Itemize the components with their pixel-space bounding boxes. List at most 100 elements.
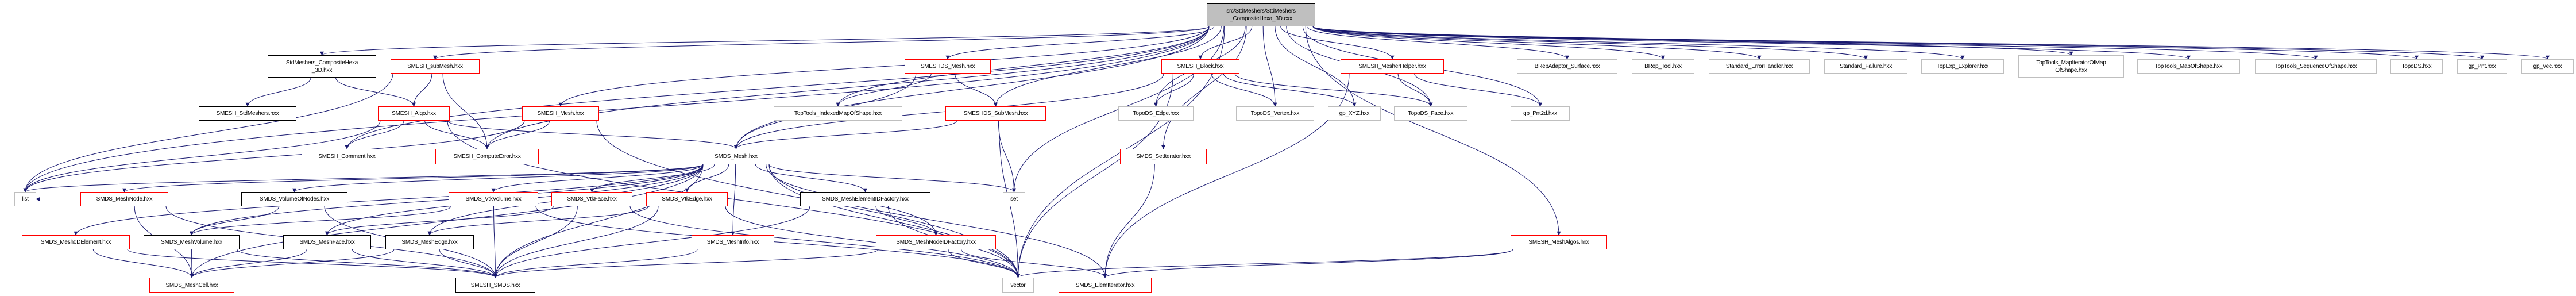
- dependency-edge: [734, 26, 1210, 149]
- graph-node[interactable]: SMESH_Block.hxx: [1161, 59, 1239, 74]
- graph-node[interactable]: SMESH_ComputeError.hxx: [435, 149, 539, 164]
- graph-node[interactable]: StdMeshers_CompositeHexa _3D.hxx: [268, 55, 376, 78]
- dependency-edge: [875, 206, 938, 236]
- graph-node[interactable]: SMESH_SMDS.hxx: [455, 278, 535, 293]
- dependency-edge: [1234, 73, 1433, 107]
- dependency-edge: [439, 249, 497, 278]
- graph-node[interactable]: TopExp_Explorer.hxx: [1921, 59, 2004, 74]
- dependency-edge: [190, 249, 307, 278]
- graph-node[interactable]: SMDS_MeshEdge.hxx: [385, 235, 474, 249]
- graph-node[interactable]: TopoDS.hxx: [2390, 59, 2443, 74]
- graph-node[interactable]: SMDS_ElemIterator.hxx: [1059, 278, 1152, 293]
- dependency-edge: [493, 206, 659, 278]
- graph-node[interactable]: SMDS_VolumeOfNodes.hxx: [241, 192, 347, 206]
- graph-node[interactable]: SMESH_MeshAlgos.hxx: [1511, 235, 1607, 249]
- graph-node[interactable]: SMESH_StdMeshers.hxx: [199, 106, 296, 121]
- graph-node[interactable]: vector: [1002, 278, 1034, 293]
- graph-node[interactable]: list: [14, 192, 36, 206]
- dependency-edge: [1154, 73, 1194, 107]
- graph-node[interactable]: SMDS_MeshNode.hxx: [80, 192, 168, 206]
- graph-node[interactable]: SMDS_VtkVolume.hxx: [449, 192, 538, 206]
- graph-node[interactable]: SMESHDS_SubMesh.hxx: [945, 106, 1046, 121]
- dependency-edge: [1198, 26, 1253, 60]
- dependency-edge: [768, 164, 1107, 278]
- dependency-edge: [590, 164, 715, 193]
- dependency-edge: [994, 26, 1222, 107]
- graph-node[interactable]: SMDS_SetIterator.hxx: [1120, 149, 1207, 164]
- graph-node[interactable]: SMESH_Algo.hxx: [378, 106, 450, 121]
- dependency-edge: [92, 249, 194, 278]
- graph-node[interactable]: SMDS_MeshElementIDFactory.hxx: [800, 192, 930, 206]
- dependency-edge: [836, 73, 932, 107]
- graph-node[interactable]: BRep_Tool.hxx: [1632, 59, 1694, 74]
- dependency-edge: [1306, 26, 1569, 60]
- dependency-edge: [190, 206, 280, 236]
- dependency-edge: [352, 249, 497, 278]
- dependency-edge: [768, 164, 1016, 193]
- graph-node[interactable]: SMESH_MesherHelper.hxx: [1341, 59, 1444, 74]
- dependency-edge: [1211, 73, 1277, 107]
- graph-node[interactable]: Standard_ErrorHandler.hxx: [1709, 59, 1810, 74]
- dependency-edge: [1397, 73, 1433, 107]
- graph-node[interactable]: gp_Vec.hxx: [2521, 59, 2574, 74]
- dependency-edge: [1312, 26, 1665, 60]
- graph-node[interactable]: SMDS_Mesh0DElement.hxx: [22, 235, 130, 249]
- graph-node[interactable]: SMDS_Mesh.hxx: [701, 149, 771, 164]
- graph-node[interactable]: Standard_Failure.hxx: [1824, 59, 1907, 74]
- dependency-edge: [485, 120, 550, 149]
- graph-node[interactable]: SMDS_VtkFace.hxx: [551, 192, 632, 206]
- graph-node[interactable]: TopoDS_Edge.hxx: [1118, 106, 1194, 121]
- dependency-edge: [1312, 26, 2191, 60]
- dependency-edge: [245, 77, 311, 107]
- graph-node[interactable]: SMDS_MeshCell.hxx: [149, 278, 234, 293]
- dependency-edge: [961, 249, 1107, 278]
- dependency-edge: [948, 249, 1020, 278]
- dependency-edge: [768, 164, 1020, 278]
- graph-node[interactable]: SMESH_Comment.hxx: [302, 149, 392, 164]
- graph-node[interactable]: TopTools_SequenceOfShape.hxx: [2255, 59, 2377, 74]
- dependency-edge: [427, 206, 649, 236]
- graph-node[interactable]: set: [1003, 192, 1025, 206]
- graph-node[interactable]: gp_Pnt2d.hxx: [1511, 106, 1570, 121]
- dependency-edge: [433, 26, 1210, 60]
- dependency-edge: [1312, 26, 1762, 60]
- dependency-edge: [1312, 26, 1868, 60]
- graph-node[interactable]: SMDS_MeshFace.hxx: [283, 235, 371, 249]
- graph-node[interactable]: SMESH_subMesh.hxx: [391, 59, 480, 74]
- graph-node[interactable]: TopTools_MapIteratorOfMap OfShape.hxx: [2018, 55, 2124, 78]
- dependency-edge: [127, 249, 497, 278]
- dependency-edge: [190, 164, 704, 278]
- dependency-edge: [190, 164, 704, 236]
- dependency-edge: [629, 206, 1020, 278]
- graph-node[interactable]: SMDS_VtkEdge.hxx: [646, 192, 728, 206]
- dependency-edge: [122, 164, 704, 193]
- graph-node[interactable]: gp_Pnt.hxx: [2457, 59, 2507, 74]
- graph-node[interactable]: BRepAdaptor_Surface.hxx: [1517, 59, 1617, 74]
- graph-root-node[interactable]: src/StdMeshers/StdMeshers _CompositeHexa…: [1207, 3, 1315, 26]
- graph-node[interactable]: SMDS_MeshInfo.hxx: [692, 235, 774, 249]
- dependency-edge: [491, 164, 704, 193]
- dependency-edge: [1103, 249, 1513, 278]
- dependency-edge: [424, 120, 489, 149]
- dependency-edge: [1103, 73, 1350, 278]
- dependency-edge: [190, 206, 451, 236]
- dependency-edge: [1305, 26, 1561, 236]
- dependency-edge: [345, 120, 404, 149]
- dependency-edge: [1103, 164, 1155, 278]
- graph-node[interactable]: TopoDS_Vertex.hxx: [1236, 106, 1314, 121]
- graph-node[interactable]: SMDS_MeshVolume.hxx: [144, 235, 240, 249]
- dependency-edge: [237, 249, 497, 278]
- graph-node[interactable]: TopoDS_Face.hxx: [1394, 106, 1467, 121]
- dependency-edge: [1280, 26, 1395, 60]
- dependency-edge: [955, 73, 998, 107]
- graph-node[interactable]: TopTools_MapOfShape.hxx: [2137, 59, 2240, 74]
- graph-node[interactable]: TopTools_IndexedMapOfShape.hxx: [774, 106, 902, 121]
- graph-node[interactable]: gp_XYZ.hxx: [1328, 106, 1381, 121]
- dependency-edge: [493, 206, 578, 278]
- graph-node[interactable]: SMESHDS_Mesh.hxx: [905, 59, 991, 74]
- dependency-edge: [1312, 26, 2318, 60]
- dependency-edge: [1016, 73, 1173, 278]
- graph-node[interactable]: SMDS_MeshNodeIDFactory.hxx: [876, 235, 996, 249]
- graph-node[interactable]: SMESH_Mesh.hxx: [522, 106, 599, 121]
